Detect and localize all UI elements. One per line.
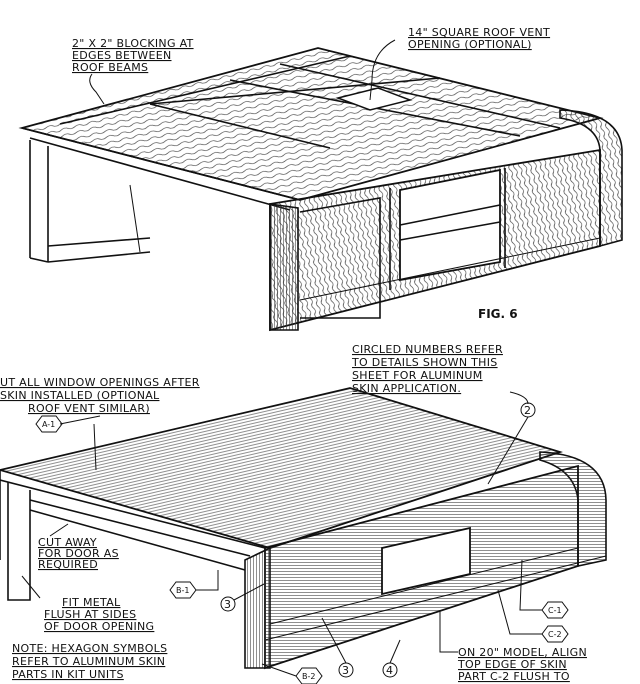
roof-vent-opening: [335, 87, 413, 111]
hex-note-line-2: REFER TO ALUMINUM SKIN: [12, 655, 165, 668]
hex-note-line-1: NOTE: HEXAGON SYMBOLS: [12, 642, 167, 655]
hex-c2-label: C-2: [548, 630, 562, 639]
vent-callout: 14" SQUARE ROOF VENT OPENING (OPTIONAL): [369, 26, 550, 101]
hexagon-note: NOTE: HEXAGON SYMBOLS REFER TO ALUMINUM …: [12, 642, 167, 681]
hex-b1-label: B-1: [176, 586, 189, 595]
hex-note-line-3: PARTS IN KIT UNITS: [12, 668, 124, 681]
frame-assembly-drawing: [18, 47, 623, 332]
model-note-line-2: TOP EDGE OF SKIN: [457, 658, 567, 671]
circle-2-label: 2: [524, 404, 531, 417]
blocking-label-line-1: 2" X 2" BLOCKING AT: [72, 37, 194, 50]
circled-note-line-4: SKIN APPLICATION.: [352, 382, 461, 395]
front-curve: [559, 109, 623, 248]
cut-note-line-3: ROOF VENT SIMILAR): [28, 402, 150, 415]
hex-c1-label: C-1: [548, 606, 562, 615]
model-note-line-3: PART C-2 FLUSH TO: [458, 670, 570, 683]
roof-skin: [0, 387, 563, 549]
circled-note-line-2: TO DETAILS SHOWN THIS: [351, 356, 498, 369]
fit-metal-note: FIT METAL FLUSH AT SIDES OF DOOR OPENING: [21, 575, 154, 633]
circled-numbers-note: CIRCLED NUMBERS REFER TO DETAILS SHOWN T…: [351, 343, 529, 405]
circle-3a-label: 3: [224, 598, 231, 611]
cut-note-line-1: UT ALL WINDOW OPENINGS AFTER: [0, 376, 200, 389]
fit-metal-line-2: FLUSH AT SIDES: [44, 608, 136, 621]
hex-b2-label: B-2: [302, 672, 315, 681]
fit-metal-line-3: OF DOOR OPENING: [44, 620, 154, 633]
blocking-label-line-2: EDGES BETWEEN: [72, 49, 172, 62]
hex-a1-label: A-1: [42, 420, 55, 429]
cutaway-line-3: REQUIRED: [38, 558, 98, 571]
circle-number-4: 4: [382, 639, 401, 678]
circle-number-3a: 3: [220, 583, 265, 612]
circle-4-label: 4: [386, 664, 393, 677]
blocking-callout: 2" X 2" BLOCKING AT EDGES BETWEEN ROOF B…: [72, 37, 194, 105]
hex-symbol-c2: C-2: [497, 589, 569, 643]
skin-front-post: [244, 546, 271, 669]
skinned-assembly-drawing: [0, 387, 607, 670]
cutaway-line-2: FOR DOOR AS: [38, 547, 119, 560]
figure-label: FIG. 6: [478, 307, 518, 321]
hex-symbol-a1: A-1: [35, 415, 63, 433]
circle-number-3b: 3: [321, 617, 354, 678]
circle-3b-label: 3: [342, 664, 349, 677]
fit-metal-line-1: FIT METAL: [62, 596, 121, 609]
cutaway-note: CUT AWAY FOR DOOR AS REQUIRED: [38, 523, 119, 571]
front-post: [269, 203, 299, 331]
skin-front-curve: [539, 451, 607, 567]
cut-note-line-2: SKIN INSTALLED (OPTIONAL: [0, 389, 160, 402]
cut-window-note: UT ALL WINDOW OPENINGS AFTER SKIN INSTAL…: [0, 376, 200, 471]
hex-symbol-c1: C-1: [519, 559, 569, 619]
model-note-line-1: ON 20" MODEL, ALIGN: [458, 646, 587, 659]
circle-number-2: 2: [487, 402, 536, 485]
skin-window-opening: [381, 526, 471, 596]
vent-label-line-1: 14" SQUARE ROOF VENT: [408, 26, 550, 39]
hex-symbol-b1: B-1: [169, 570, 219, 599]
cutaway-line-1: CUT AWAY: [38, 536, 97, 549]
window-opening: [399, 168, 501, 282]
hex-symbol-b2: B-2: [261, 663, 323, 684]
model-align-note: ON 20" MODEL, ALIGN TOP EDGE OF SKIN PAR…: [439, 610, 587, 683]
blocking-label-line-3: ROOF BEAMS: [72, 61, 148, 74]
circled-note-line-1: CIRCLED NUMBERS REFER: [352, 343, 503, 356]
vent-label-line-2: OPENING (OPTIONAL): [408, 38, 532, 51]
circled-note-line-3: SHEET FOR ALUMINUM: [352, 369, 483, 382]
